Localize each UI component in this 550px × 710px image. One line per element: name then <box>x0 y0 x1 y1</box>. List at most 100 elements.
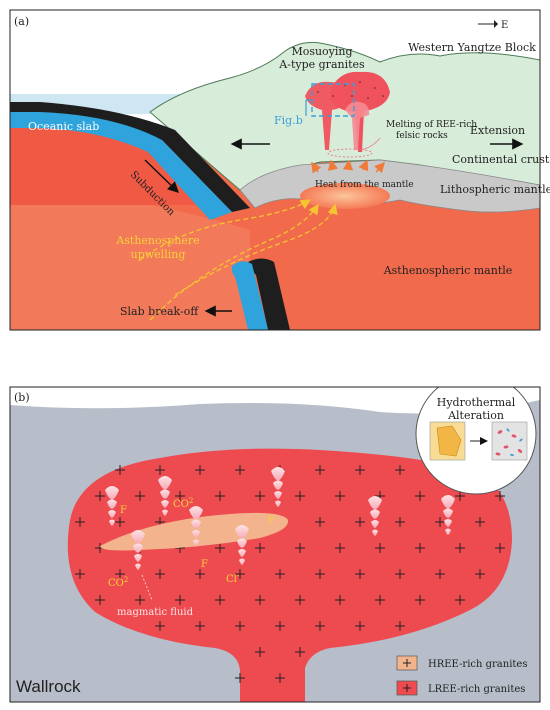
plus-mark <box>295 647 305 657</box>
panel-b-label: (b) <box>14 391 30 404</box>
extension-label: Extension <box>470 124 525 137</box>
western-yangtze-label: Western Yangtze Block <box>408 41 536 54</box>
panel-b: (b) Hydrothermal Alteration F CO2 F CO2 … <box>9 386 541 703</box>
asthenospheric-mantle-label: Asthenospheric mantle <box>383 264 513 277</box>
label-f-3: F <box>268 515 275 526</box>
plus-mark <box>155 621 165 631</box>
plus-mark <box>315 569 325 579</box>
plus-mark <box>215 543 225 553</box>
plus-mark <box>495 491 505 501</box>
plus-mark <box>235 465 245 475</box>
wallrock-label: Wallrock <box>16 677 81 696</box>
panel-b-frame <box>9 386 541 703</box>
plus-mark <box>375 595 385 605</box>
plus-mark <box>395 517 405 527</box>
plus-mark <box>315 465 325 475</box>
plus-mark <box>235 621 245 631</box>
plus-mark <box>435 569 445 579</box>
plus-mark <box>295 491 305 501</box>
plus-mark <box>275 569 285 579</box>
plus-mark <box>75 517 85 527</box>
panel-a: (a) E Mosuoying A-type granites Western … <box>9 9 550 331</box>
plus-mark <box>215 491 225 501</box>
plus-mark <box>175 595 185 605</box>
granite-plutons <box>305 71 390 158</box>
plus-mark <box>275 621 285 631</box>
upwelling-arrows <box>139 199 338 321</box>
plus-mark <box>355 621 365 631</box>
plus-mark <box>355 569 365 579</box>
plus-mark <box>315 517 325 527</box>
plus-mark <box>135 595 145 605</box>
heat-arrows <box>311 159 385 174</box>
legend-hree-label: HREE-rich granites <box>428 659 527 670</box>
label-co2-1: CO2 <box>173 497 193 510</box>
compass-icon <box>478 20 498 28</box>
plus-mark <box>395 621 405 631</box>
plus-mark <box>475 569 485 579</box>
label-cl: Cl- <box>226 572 240 585</box>
label-f-1: F <box>120 505 127 516</box>
melting-label-1: Melting of REE-rich <box>386 120 477 130</box>
plus-mark <box>435 517 445 527</box>
plus-mark <box>375 543 385 553</box>
plus-mark <box>455 543 465 553</box>
plus-mark <box>255 543 265 553</box>
panel-a-label: (a) <box>14 15 29 28</box>
magmatic-fluid-label: magmatic fluid <box>117 607 194 618</box>
plus-mark <box>255 647 265 657</box>
plus-mark <box>135 491 145 501</box>
plus-mark <box>95 595 105 605</box>
asthenosphere-label: Asthenosphere <box>115 234 199 247</box>
a-type-granites-label: A-type granites <box>278 58 365 71</box>
subduction-arrow <box>144 159 180 193</box>
granite-pattern <box>75 465 505 683</box>
plus-mark <box>455 491 465 501</box>
legend-lree-label: LREE-rich granites <box>428 684 525 695</box>
plus-mark <box>395 465 405 475</box>
alteration-label: Alteration <box>447 409 504 422</box>
plus-mark <box>335 543 345 553</box>
plus-mark <box>295 595 305 605</box>
legend <box>396 655 418 696</box>
hydrothermal-label: Hydrothermal <box>437 396 516 409</box>
slab-breakoff-label: Slab break-off <box>120 305 199 318</box>
plus-mark <box>315 621 325 631</box>
plus-mark <box>115 517 125 527</box>
panel-a-frame <box>9 9 541 331</box>
plus-mark <box>355 465 365 475</box>
hydrothermal-alteration-inset <box>415 387 537 495</box>
oceanic-slab-label: Oceanic slab <box>28 120 99 133</box>
plus-mark <box>175 491 185 501</box>
broken-slab <box>248 258 290 330</box>
plus-mark <box>155 569 165 579</box>
plus-mark <box>335 595 345 605</box>
compass-label: E <box>501 20 508 31</box>
plus-mark <box>115 569 125 579</box>
heat-zone <box>300 183 390 209</box>
oceanic-slab <box>10 112 232 220</box>
plus-mark <box>495 543 505 553</box>
lithospheric-mantle-label: Lithospheric mantle <box>440 183 550 196</box>
plus-mark <box>255 595 265 605</box>
label-f-2: F <box>201 559 208 570</box>
plus-mark <box>195 465 205 475</box>
plus-mark <box>415 543 425 553</box>
plus-mark <box>155 465 165 475</box>
melting-label-2: felsic rocks <box>396 131 448 141</box>
plus-mark <box>475 517 485 527</box>
continental-crust-label: Continental crust <box>452 153 550 166</box>
plus-mark <box>275 673 285 683</box>
plus-mark <box>355 517 365 527</box>
plus-mark <box>415 595 425 605</box>
plus-mark <box>215 595 225 605</box>
label-co2-2: CO2 <box>108 576 128 589</box>
plus-mark <box>195 621 205 631</box>
lree-granite-body <box>67 448 513 702</box>
fig-b-label: Fig.b <box>274 114 303 127</box>
plus-mark <box>415 491 425 501</box>
plus-mark <box>295 543 305 553</box>
upwelling-label: upwelling <box>131 248 186 261</box>
heat-label: Heat from the mantle <box>315 180 414 190</box>
